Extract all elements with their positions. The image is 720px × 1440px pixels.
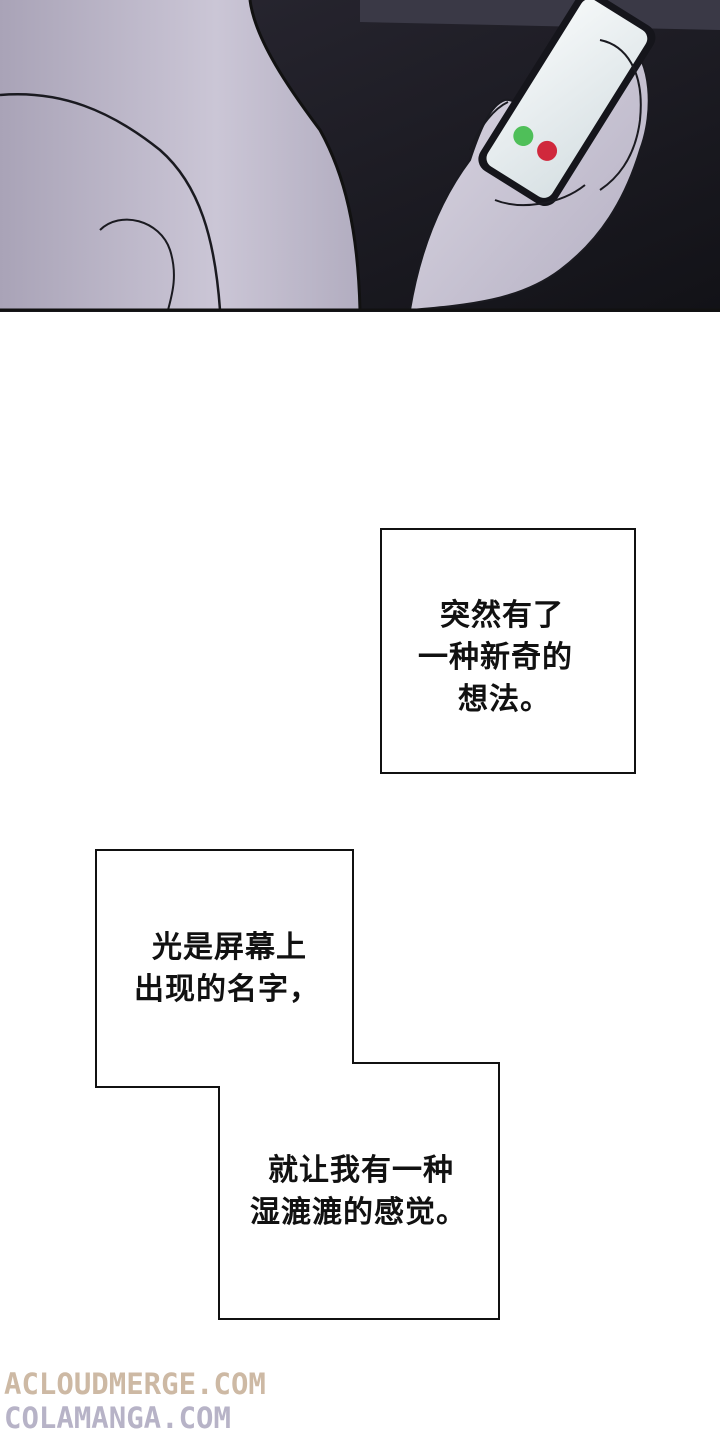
caption-2a-line-2: 出现的名字， bbox=[134, 972, 320, 1007]
caption-2-text-a: 光是屏幕上 出现的名字， bbox=[134, 927, 320, 1011]
phone-scene-illustration bbox=[0, 0, 720, 312]
watermark-line-1: ACLOUDMERGE.COM bbox=[4, 1367, 266, 1401]
caption-2-text-b: 就让我有一种 湿漉漉的感觉。 bbox=[250, 1150, 467, 1234]
caption-1-line-3: 想法。 bbox=[458, 682, 551, 717]
caption-1-text: 突然有了 一种新奇的 想法。 bbox=[418, 595, 573, 721]
caption-box-1 bbox=[380, 528, 636, 774]
decline-call-icon bbox=[537, 140, 558, 161]
caption-2b-line-2: 湿漉漉的感觉。 bbox=[250, 1195, 467, 1230]
comic-panel-phone bbox=[0, 0, 720, 312]
caption-1-line-1: 突然有了 bbox=[440, 598, 564, 633]
caption-1-line-2: 一种新奇的 bbox=[418, 640, 573, 675]
caption-2b-line-1: 就让我有一种 bbox=[268, 1153, 454, 1188]
caption-2a-line-1: 光是屏幕上 bbox=[152, 930, 307, 965]
accept-call-icon bbox=[513, 126, 534, 147]
watermark-line-2: COLAMANGA.COM bbox=[4, 1401, 231, 1435]
